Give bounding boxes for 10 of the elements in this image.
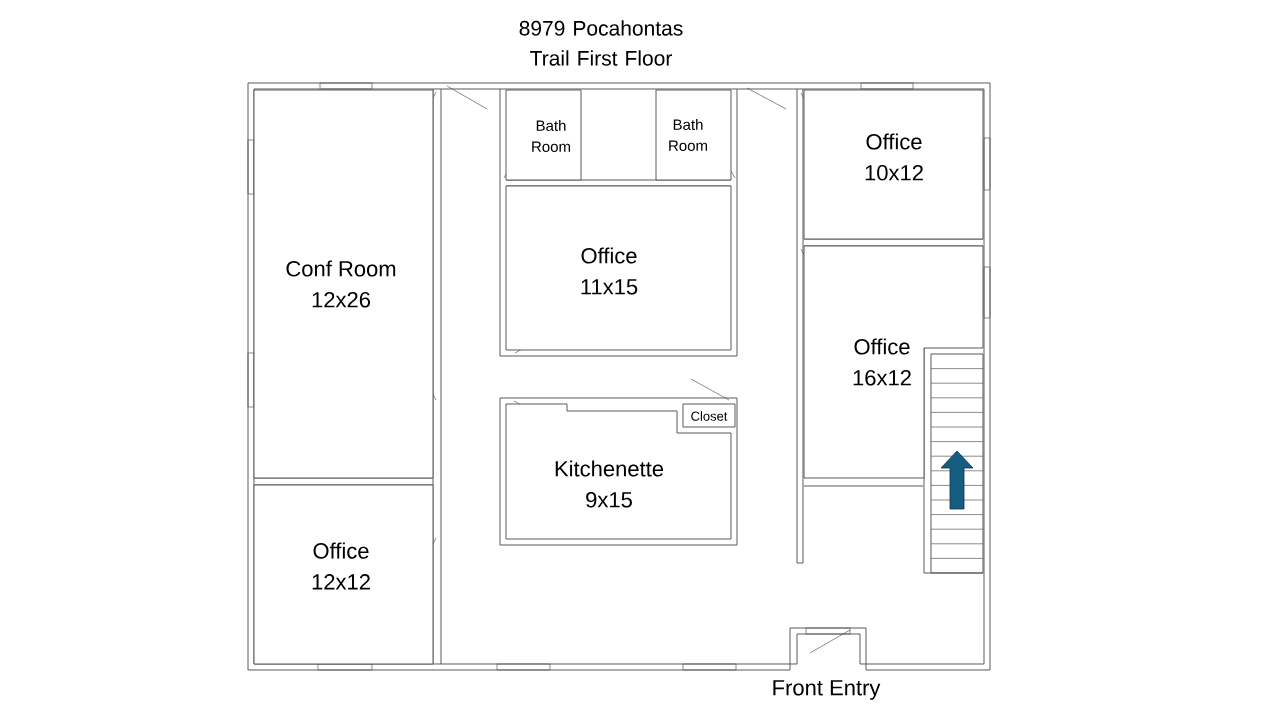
room: Office 10x12	[803, 89, 984, 240]
room: Office 11x15	[505, 185, 732, 351]
room: Bath Room	[655, 89, 732, 181]
room: Office 16x12	[803, 245, 984, 479]
room: Office 12x12	[253, 484, 434, 665]
room: Closet	[682, 403, 736, 428]
entry-label: Front Entry	[773, 680, 881, 700]
room: Conf Room 12x26	[253, 89, 434, 479]
room: Bath Room	[505, 89, 582, 181]
title: 8979 Pocahontas Trail First Floor	[519, 20, 683, 66]
